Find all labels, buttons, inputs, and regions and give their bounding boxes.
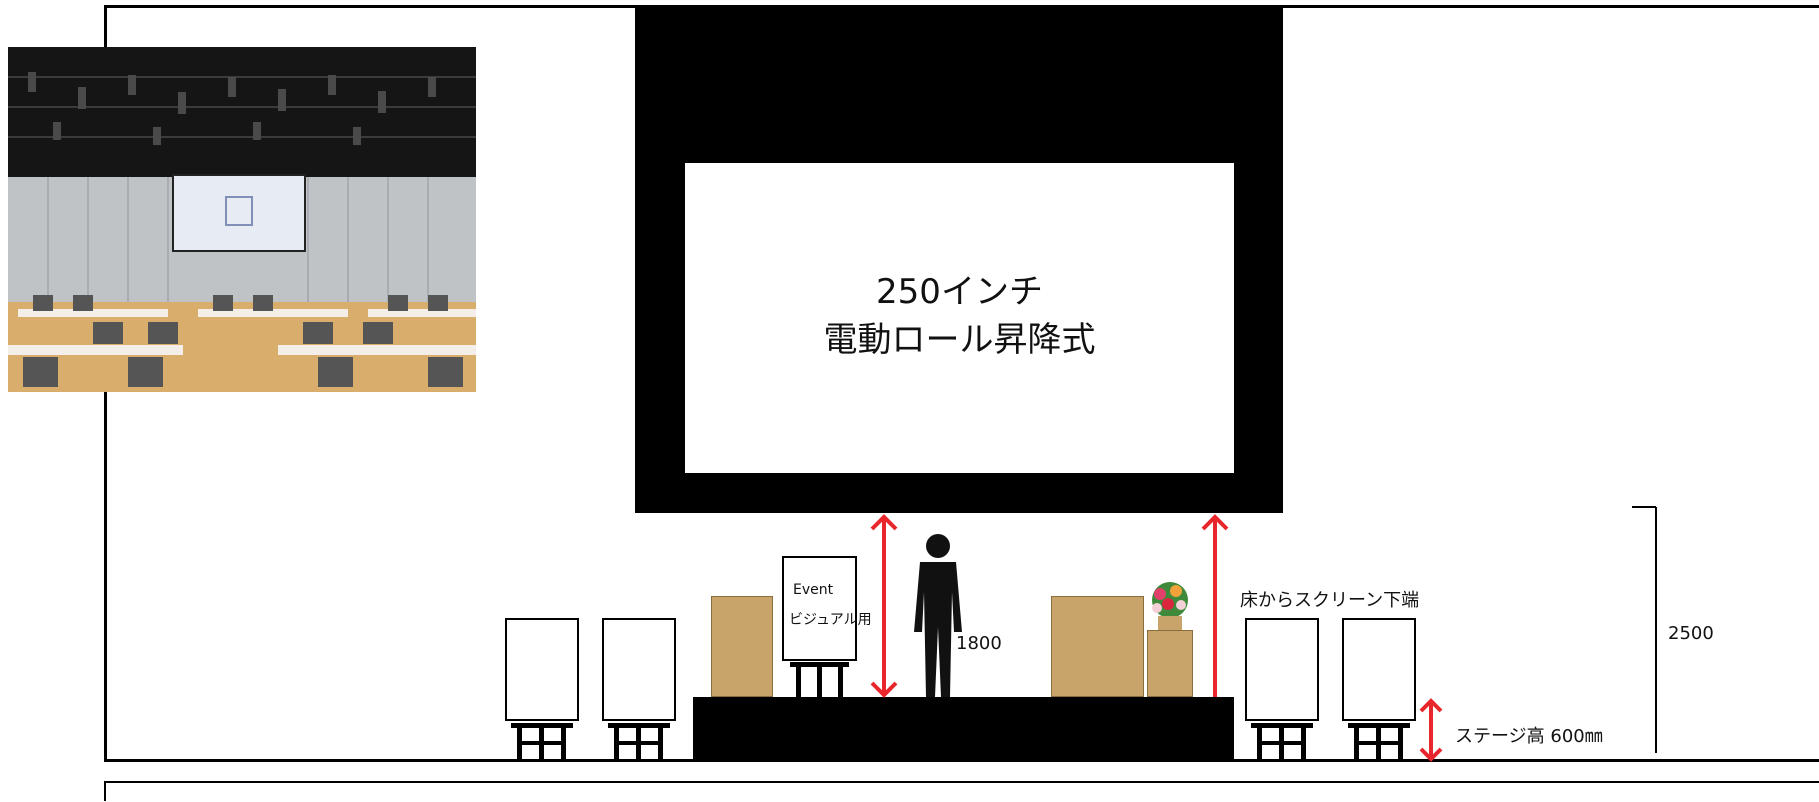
floor-easel-1 (511, 723, 573, 761)
stage (693, 697, 1234, 762)
room-height-label: 2500 (1668, 623, 1714, 644)
stage-height-label: ステージ高 600㎜ (1455, 726, 1603, 747)
floor-board-4 (1342, 618, 1416, 721)
floor-board-3 (1245, 618, 1319, 721)
floor-easel-2 (608, 723, 670, 761)
floor-board-2 (602, 618, 676, 721)
easel-sign-line1: Event (793, 582, 834, 598)
stage-height-arrow (1419, 698, 1443, 762)
venue-photo (8, 47, 476, 392)
easel-sign-line2: ビジュアル用 (789, 612, 872, 628)
room-height-bracket (1632, 506, 1657, 753)
left-clearance-arrow (870, 514, 898, 698)
flower-arrangement-icon (1152, 582, 1188, 630)
flower-stand (1147, 630, 1193, 697)
easel-stand (790, 662, 849, 697)
projection-screen (685, 163, 1234, 473)
screen-type-label: 電動ロール昇降式 (823, 320, 1096, 360)
floor-board-1 (505, 618, 579, 721)
clearance-label: 床からスクリーン下端 (1240, 590, 1420, 611)
right-podium (1051, 596, 1144, 697)
screen-label: 250インチ 電動ロール昇降式 (685, 268, 1234, 364)
width-dimension-line (104, 781, 1819, 801)
floor-easel-3 (1251, 723, 1313, 761)
person-silhouette-icon (914, 534, 962, 697)
right-clearance-arrow (1201, 514, 1229, 697)
person-height-label: 1800 (956, 633, 1002, 654)
left-podium (711, 596, 773, 697)
floor-easel-4 (1348, 723, 1410, 761)
easel-sign: Event ビジュアル用 (782, 556, 872, 661)
screen-size-label: 250インチ (876, 272, 1043, 312)
